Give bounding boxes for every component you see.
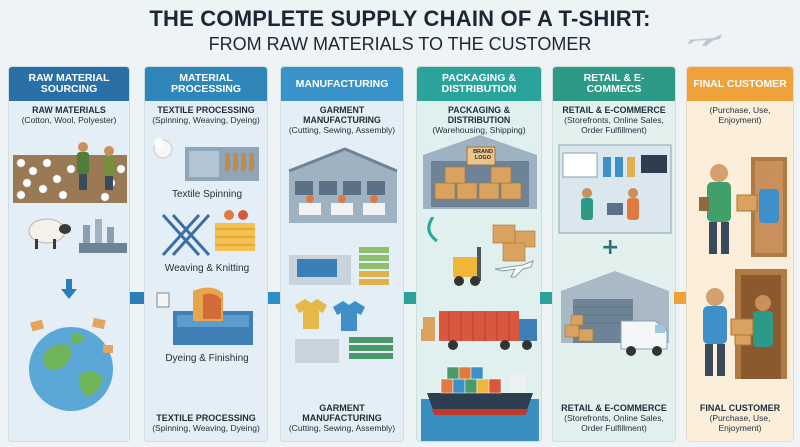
plus-sign: + bbox=[601, 235, 620, 260]
stage-manufacturing: MANUFACTURING GARMENT MANUFACTURING (Cut… bbox=[280, 66, 404, 442]
stage-subtitle: GARMENT MANUFACTURING (Cutting, Sewing, … bbox=[281, 105, 403, 135]
stage-final-customer: FINAL CUSTOMER (Purchase, Use, Enjoyment… bbox=[686, 66, 794, 442]
storefront-illustration bbox=[558, 144, 672, 234]
stage-footer-detail: (Storefronts, Online Sales, Order Fulfil… bbox=[564, 413, 664, 433]
stage-heading-text: MANUFACTURING bbox=[295, 77, 389, 90]
stage-subtitle: PACKAGING & DISTRIBUTION (Warehousing, S… bbox=[417, 105, 541, 135]
cotton-field-illustration bbox=[13, 142, 127, 203]
stage-subtitle: TEXTILE PROCESSING (Spinning, Weaving, D… bbox=[145, 105, 267, 125]
stage-heading: MANUFACTURING bbox=[281, 67, 403, 101]
step-label-weaving: Weaving & Knitting bbox=[164, 263, 250, 274]
page-subtitle: FROM RAW MATERIALS TO THE CUSTOMER bbox=[208, 34, 592, 54]
stage-footer-detail: (Spinning, Weaving, Dyeing) bbox=[152, 423, 260, 433]
fulfillment-warehouse-illustration bbox=[561, 271, 669, 356]
brand-logo-box-label: BRAND LOGO bbox=[473, 149, 493, 161]
stage-subtitle-detail: (Cutting, Sewing, Assembly) bbox=[288, 125, 396, 135]
stage-subtitle-detail: (Cotton, Wool, Polyester) bbox=[21, 115, 117, 125]
stage-heading: RAW MATERIAL SOURCING bbox=[9, 67, 129, 101]
airplane-icon bbox=[686, 34, 722, 46]
stage-subtitle-detail: (Storefronts, Online Sales, Order Fulfil… bbox=[564, 115, 664, 135]
factory-chimneys-icon bbox=[79, 219, 127, 253]
customer-receiving-illustration bbox=[703, 269, 787, 379]
forklift-illustration bbox=[427, 217, 536, 286]
warehouse-illustration bbox=[423, 135, 537, 209]
page-title: THE COMPLETE SUPPLY CHAIN OF A T-SHIRT: bbox=[149, 6, 651, 31]
stage-heading: FINAL CUSTOMER bbox=[687, 67, 793, 101]
stage-heading-text: MATERIAL PROCESSING bbox=[170, 72, 241, 95]
stage-subtitle-title: TEXTILE PROCESSING bbox=[157, 105, 255, 115]
stage-footer-detail: (Purchase, Use, Enjoyment) bbox=[709, 413, 771, 433]
stage-raw-material-sourcing: RAW MATERIAL SOURCING RAW MATERIALS (Cot… bbox=[8, 66, 130, 442]
stage-subtitle: (Purchase, Use, Enjoyment) bbox=[687, 105, 793, 125]
stage-retail-ecommerce: RETAIL & E-COMMECS RETAIL & E-COMMERCE (… bbox=[552, 66, 676, 442]
stage-footer: FINAL CUSTOMER (Purchase, Use, Enjoyment… bbox=[687, 403, 793, 433]
stage-subtitle: RAW MATERIALS (Cotton, Wool, Polyester) bbox=[9, 105, 129, 125]
container-truck-illustration bbox=[421, 311, 537, 350]
stage-subtitle-title: RAW MATERIALS bbox=[32, 105, 106, 115]
stage-subtitle-title: RETAIL & E-COMMERCE bbox=[562, 105, 666, 115]
sewing-table-illustration bbox=[289, 247, 389, 285]
stage-footer: TEXTILE PROCESSING (Spinning, Weaving, D… bbox=[145, 413, 267, 433]
down-arrow-icon bbox=[61, 279, 77, 299]
stage-footer-title: RETAIL & E-COMMERCE bbox=[561, 403, 667, 413]
stage-subtitle: RETAIL & E-COMMERCE (Storefronts, Online… bbox=[553, 105, 675, 135]
garment-factory-illustration bbox=[288, 147, 398, 223]
stage-footer-title: TEXTILE PROCESSING bbox=[156, 413, 256, 423]
stage-subtitle-title: GARMENT MANUFACTURING bbox=[303, 105, 381, 125]
supply-chain-columns: RAW MATERIAL SOURCING RAW MATERIALS (Cot… bbox=[8, 66, 794, 442]
stage-footer-title: GARMENT MANUFACTURING bbox=[302, 403, 382, 423]
customer-delivery-illustration bbox=[699, 157, 787, 257]
stage-footer-title: FINAL CUSTOMER bbox=[699, 403, 781, 413]
stage-heading: RETAIL & E-COMMECS bbox=[553, 67, 675, 101]
sheep-icon bbox=[28, 218, 71, 249]
globe-icon bbox=[29, 317, 113, 411]
step-label-dyeing: Dyeing & Finishing bbox=[165, 353, 249, 364]
tshirt-stack-illustration bbox=[295, 299, 393, 363]
stage-subtitle-title: PACKAGING & DISTRIBUTION bbox=[447, 105, 511, 125]
stage-footer-detail: (Cutting, Sewing, Assembly) bbox=[288, 423, 396, 433]
stage-heading: MATERIAL PROCESSING bbox=[145, 67, 267, 101]
step-label-spinning: Textile Spinning bbox=[171, 189, 243, 200]
stage-footer: GARMENT MANUFACTURING (Cutting, Sewing, … bbox=[281, 403, 403, 433]
stage-footer: RETAIL & E-COMMERCE (Storefronts, Online… bbox=[553, 403, 675, 433]
stage-material-processing: MATERIAL PROCESSING TEXTILE PROCESSING (… bbox=[144, 66, 268, 442]
farmer-icon bbox=[77, 142, 89, 190]
cargo-ship-illustration bbox=[421, 366, 539, 441]
stage-heading-text: PACKAGING & DISTRIBUTION bbox=[441, 72, 517, 95]
dyeing-machine-illustration bbox=[156, 287, 253, 345]
stage-heading-text: RAW MATERIAL SOURCING bbox=[28, 72, 110, 95]
stage-heading-text: FINAL CUSTOMER bbox=[693, 77, 787, 90]
header: THE COMPLETE SUPPLY CHAIN OF A T-SHIRT: … bbox=[0, 6, 800, 55]
stage-subtitle-detail: (Spinning, Weaving, Dyeing) bbox=[152, 115, 260, 125]
stage-heading-text: RETAIL & E-COMMECS bbox=[583, 72, 645, 95]
stage-packaging-distribution: PACKAGING & DISTRIBUTION PACKAGING & DIS… bbox=[416, 66, 542, 442]
stage-subtitle-detail: (Purchase, Use, Enjoyment) bbox=[709, 105, 771, 125]
stage-heading: PACKAGING & DISTRIBUTION bbox=[417, 67, 541, 101]
stage-subtitle-detail: (Warehousing, Shipping) bbox=[432, 125, 526, 135]
spinning-machine-illustration bbox=[153, 138, 259, 181]
weaving-illustration bbox=[161, 210, 255, 257]
